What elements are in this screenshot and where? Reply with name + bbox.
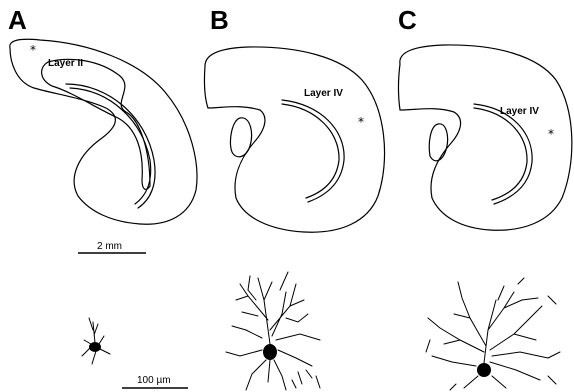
neuron-a-dendrites (82, 318, 110, 364)
ventricle-a (66, 84, 155, 208)
ventricle-c-inner (474, 108, 527, 200)
marker-star-b: * (358, 115, 364, 129)
panel-letter-a: A (8, 5, 27, 35)
neuron-b-fragments (292, 370, 320, 388)
ventricle-b-inner (282, 104, 339, 198)
neuron-c-soma (477, 363, 491, 377)
neuron-b-soma (263, 344, 277, 360)
layer-label-b: Layer IV (304, 88, 343, 99)
neuron-b-dendrites (226, 272, 320, 390)
section-outline-c (399, 45, 572, 230)
panel-c: C Layer IV * (398, 5, 572, 230)
marker-star-c: * (548, 127, 554, 141)
marker-star-a: * (30, 43, 36, 57)
scale-bar-neuron: 100 µm (122, 375, 188, 388)
panel-b: B Layer IV * (204, 5, 384, 232)
ventricle-a-inner (70, 88, 151, 204)
scale-bar-section: 2 mm (78, 241, 146, 253)
ventricle-c (474, 104, 532, 204)
scale-bar-label-section: 2 mm (97, 241, 122, 252)
panel-a: A * Layer II (8, 5, 197, 224)
layer-label-a: Layer II (48, 58, 83, 69)
layer-label-c: Layer IV (500, 106, 539, 117)
hippocampus-b (230, 118, 251, 157)
neuron-c-dendrites (428, 282, 560, 388)
inner-fold-a (42, 59, 150, 189)
neuron-b (226, 272, 320, 390)
neuron-c-fragments (426, 278, 556, 390)
neuron-c (426, 278, 560, 390)
panel-letter-b: B (210, 5, 229, 35)
ventricle-b (282, 100, 344, 202)
hippocampus-c (429, 124, 447, 161)
scale-bar-label-neuron: 100 µm (137, 375, 171, 386)
section-outline-b (204, 47, 384, 232)
section-outline-a (10, 39, 197, 224)
panel-letter-c: C (398, 5, 417, 35)
neuron-a (82, 318, 110, 364)
